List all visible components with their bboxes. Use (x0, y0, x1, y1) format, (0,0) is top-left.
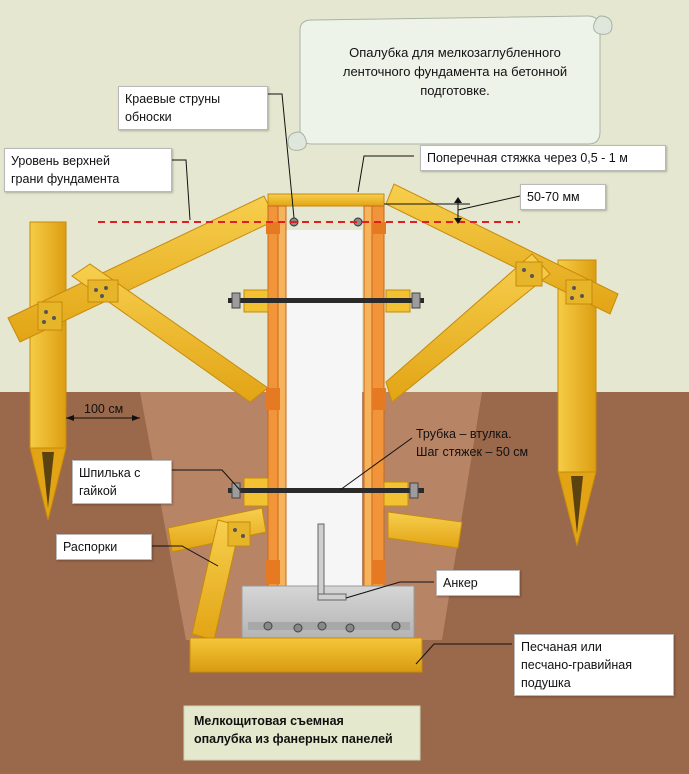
left-formwork-panel (266, 205, 287, 587)
title-scroll (287, 15, 613, 151)
cross-tie-board (267, 193, 385, 207)
sand-cushion (189, 637, 423, 673)
braces-label: Распорки (56, 534, 152, 561)
right-lower-brace (385, 253, 551, 403)
bolt-plate-right (515, 261, 593, 305)
leader-lines (148, 93, 512, 665)
title-text: Опалубка для мелкозаглубленного ленточно… (342, 45, 568, 98)
gap-dimension (384, 195, 521, 224)
stud-label: Шпилька с гайкой (72, 460, 172, 505)
cross-tie-label: Поперечная стяжка через 0,5 - 1 м (420, 145, 666, 172)
spacer-right (387, 511, 463, 549)
right-formwork-panel (363, 205, 386, 587)
bolt-plate-left (37, 279, 119, 331)
gap-label: 50-70 мм (520, 184, 606, 211)
edge-strings-label: Краевые струны обноски (118, 86, 268, 131)
distance-dimension (66, 415, 140, 421)
lower-tie-rod (228, 477, 424, 507)
cushion-label: Песчаная или песчано-гравийная подушка (514, 634, 674, 697)
upper-tie-rod (228, 289, 424, 313)
spacer-left (167, 507, 267, 641)
top-level-label: Уровень верхней грани фундамента (4, 148, 172, 193)
tube-label: Трубка – втулка. Шаг стяжек – 50 см (416, 427, 529, 460)
distance-label: 100 см (84, 402, 124, 416)
bottom-caption-text: Мелкощитовая съемная опалубка из фанерны… (194, 714, 393, 747)
anchor-label: Анкер (436, 570, 520, 597)
bottom-caption-panel (183, 705, 421, 761)
anchor (317, 523, 347, 601)
